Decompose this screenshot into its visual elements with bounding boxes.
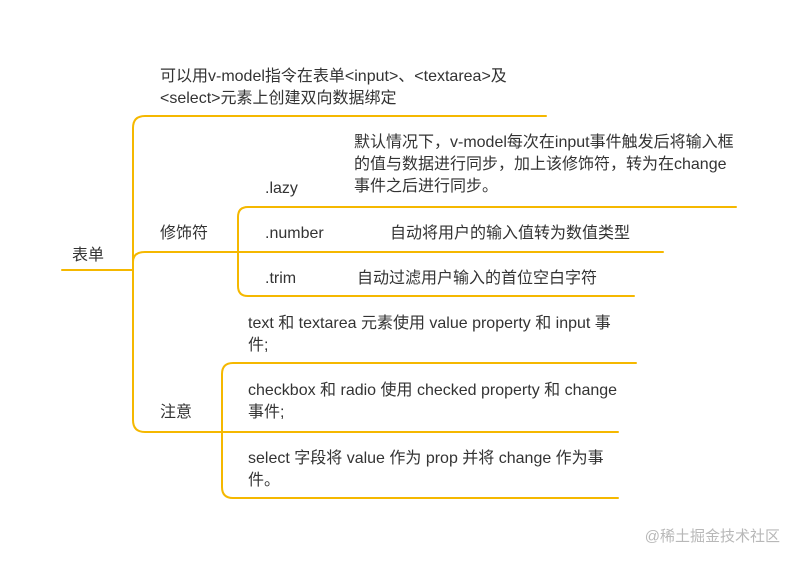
modifier-trim-description: 自动过滤用户输入的首位空白字符 (357, 270, 598, 287)
modifier-lazy-label: .lazy (265, 180, 298, 197)
modifier-number-label: .number (265, 225, 324, 242)
modifiers-bracket (235, 206, 737, 297)
root-node-label: 表单 (72, 247, 105, 264)
modifier-lazy-description: 默认情况下，v-model每次在input事件触发后将输入框的值与数据进行同步，… (354, 134, 734, 195)
watermark: @稀土掘金技术社区 (644, 528, 780, 545)
note-item-2: checkbox 和 radio 使用 checked property 和 c… (248, 382, 618, 421)
note-item-3: select 字段将 value 作为 prop 并将 change 作为事件。 (248, 450, 604, 489)
branch-v-model-label: 可以用v-model指令在表单<input>、<textarea>及<selec… (160, 68, 507, 107)
connector-lines (61, 115, 737, 499)
notes-bracket (221, 362, 637, 499)
modifier-trim-label: .trim (265, 270, 297, 287)
branch-modifiers-label: 修饰符 (160, 225, 209, 242)
root-bracket (132, 115, 547, 433)
modifier-number-description: 自动将用户的输入值转为数值类型 (390, 225, 631, 242)
branch-notes-label: 注意 (160, 404, 193, 421)
note-item-1: text 和 textarea 元素使用 value property 和 in… (248, 315, 611, 354)
